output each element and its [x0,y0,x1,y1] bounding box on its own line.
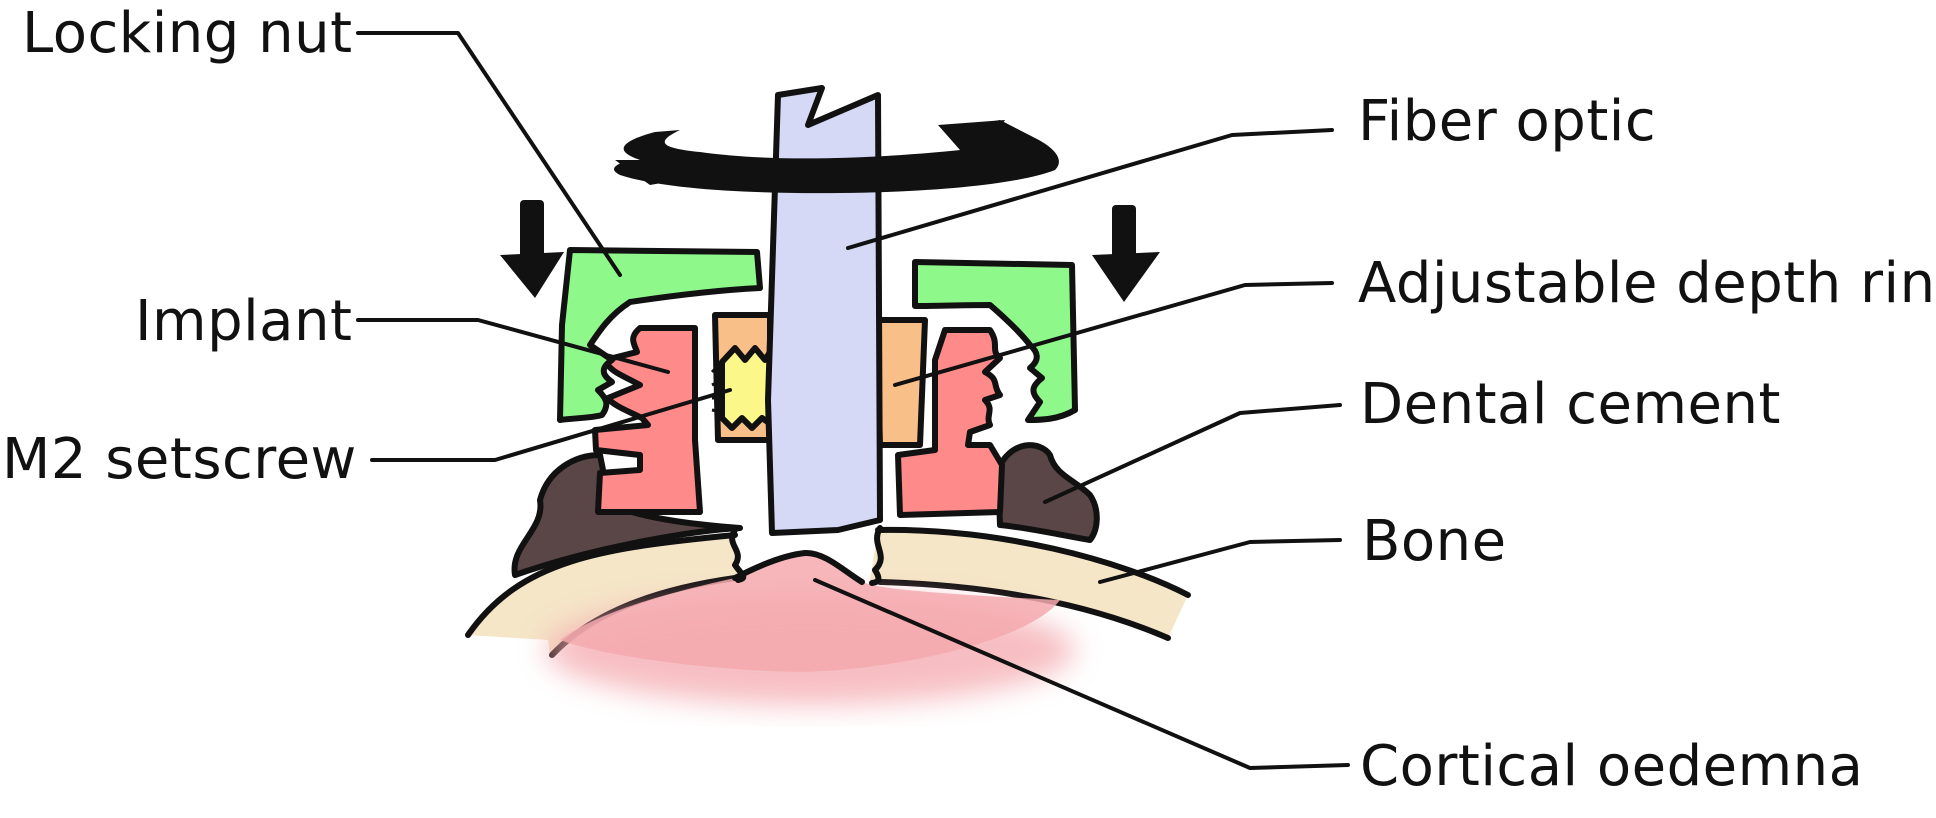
label-implant: Implant [135,289,352,354]
bone-outline-upper-right [875,526,1191,598]
locking-nut-left [557,247,763,423]
bone-outline-lower-right [877,579,1171,641]
label-adjustable-depth-ring: Adjustable depth ring [1358,251,1936,316]
label-m2-setscrew: M2 setscrew [2,427,357,492]
leader-depth-ring [893,281,1334,387]
bone-right-slab [870,529,1188,638]
label-fiber-optic: Fiber optic [1358,89,1656,154]
leader-locking-nut [356,31,622,277]
leader-m2-setscrew [370,388,732,462]
label-cortical-oedema: Cortical oedemna [1360,734,1863,799]
bone-left-slab [468,535,740,655]
leader-dental-cement [1043,403,1342,504]
leader-bone [1098,538,1342,584]
leader-fiber-optic [846,128,1334,250]
fiber-optic [765,85,883,536]
implant-left [592,325,703,515]
rotation-arrow-icon [614,120,1059,194]
down-arrow-right-icon [1092,205,1160,302]
gap-outline [729,525,884,586]
implant-right [895,327,1005,518]
label-locking-nut: Locking nut [22,1,353,66]
bone-outline-upper [465,532,738,638]
leader-implant [356,318,670,374]
label-dental-cement: Dental cement [1360,372,1781,437]
leader-cortical-oedema [813,578,1350,770]
locking-nut-right [912,259,1078,423]
cortical-surface [732,550,865,585]
leader-lines [356,31,1350,770]
cortical-oedema [545,550,1075,705]
down-arrow-left-icon [500,200,564,298]
label-bone: Bone [1362,509,1507,574]
dental-cement-right [995,442,1100,543]
